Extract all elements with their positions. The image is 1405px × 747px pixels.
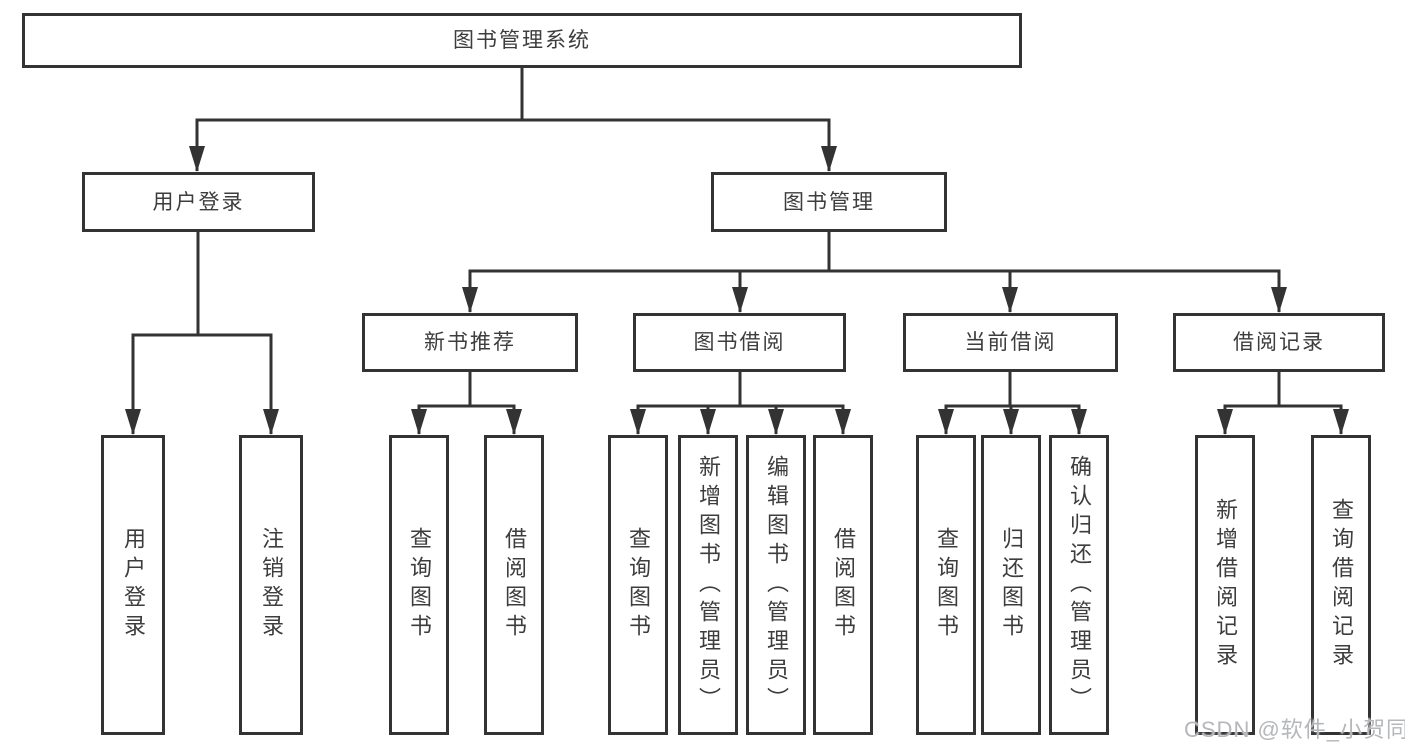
leaf-cb-return-books-label: 归还图书 [999,527,1024,643]
connector-new-book-rec-to-leaves [411,372,522,435]
leaf-br-add-borrow-record: 新增借阅记录 [1195,435,1255,735]
leaf-rec-borrow-books: 借阅图书 [484,435,544,735]
leaf-br-query-borrow-record-label: 查询借阅记录 [1329,498,1354,672]
connector-book-borrow-to-leaves [630,372,851,435]
connector-book-mgmt-to-level3 [462,232,1287,313]
leaf-br-query-borrow-record: 查询借阅记录 [1311,435,1371,735]
leaf-br-add-borrow-record-label: 新增借阅记录 [1213,498,1238,672]
leaf-logout: 注销登录 [239,435,303,735]
node-root: 图书管理系统 [22,13,1022,68]
node-current-borrow-label: 当前借阅 [964,331,1057,354]
leaf-bb-add-books-admin: 新增图书（管理员） [678,435,738,735]
leaf-cb-query-books: 查询图书 [916,435,976,735]
leaf-bb-query-books: 查询图书 [608,435,668,735]
leaf-bb-query-books-label: 查询图书 [626,527,651,643]
watermark: CSDN @软件_小贺同学 [1184,717,1405,742]
connector-root-to-level2 [189,68,837,172]
leaf-cb-confirm-return-admin-label: 确认归还（管理员） [1067,454,1092,716]
leaf-bb-edit-books-admin-label: 编辑图书（管理员） [764,454,789,716]
leaf-cb-return-books: 归还图书 [981,435,1041,735]
node-root-label: 图书管理系统 [453,29,591,52]
leaf-bb-add-books-admin-label: 新增图书（管理员） [696,454,721,716]
leaf-user-login-label: 用户登录 [121,527,146,643]
node-book-mgmt-label: 图书管理 [783,190,875,214]
leaf-rec-query-books-label: 查询图书 [407,527,432,643]
leaf-rec-borrow-books-label: 借阅图书 [502,527,527,643]
leaf-rec-query-books: 查询图书 [389,435,449,735]
node-book-borrow: 图书借阅 [633,313,846,372]
node-borrow-records: 借阅记录 [1173,313,1385,372]
leaf-bb-borrow-books-label: 借阅图书 [831,527,856,643]
node-user-login-label: 用户登录 [152,190,245,214]
connector-borrow-records-to-leaves [1217,372,1349,435]
leaf-bb-edit-books-admin: 编辑图书（管理员） [746,435,806,735]
leaf-user-login: 用户登录 [101,435,165,735]
node-book-mgmt: 图书管理 [711,172,947,232]
node-user-login: 用户登录 [82,172,315,232]
connector-user-login-to-leaves [125,232,279,435]
node-book-borrow-label: 图书借阅 [693,331,786,354]
leaf-logout-label: 注销登录 [259,527,284,643]
leaf-bb-borrow-books: 借阅图书 [813,435,873,735]
connector-current-borrow-to-leaves [938,372,1087,435]
leaf-cb-query-books-label: 查询图书 [934,527,959,643]
node-new-book-rec-label: 新书推荐 [424,331,516,354]
node-current-borrow: 当前借阅 [903,313,1118,372]
leaf-cb-confirm-return-admin: 确认归还（管理员） [1049,435,1109,735]
node-borrow-records-label: 借阅记录 [1233,331,1325,354]
node-new-book-rec: 新书推荐 [362,313,578,372]
